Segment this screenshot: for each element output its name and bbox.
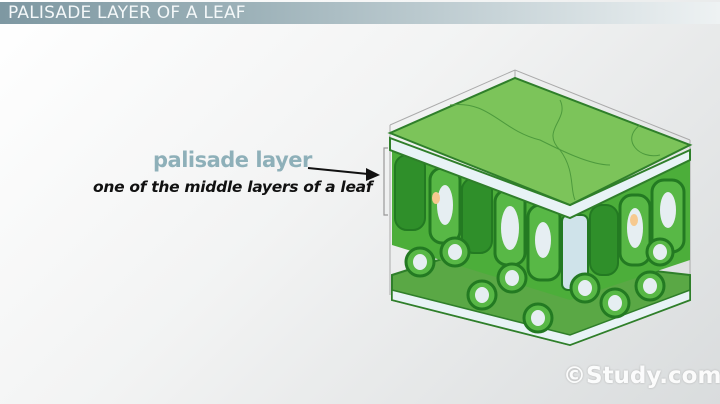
pointer-arrow bbox=[307, 167, 380, 181]
layer-bracket bbox=[383, 147, 388, 216]
palisade-layer-description: one of the middle layers of a leaf bbox=[93, 178, 373, 196]
title-bar: PALISADE LAYER OF A LEAF bbox=[0, 2, 720, 24]
slide-title: PALISADE LAYER OF A LEAF bbox=[8, 3, 246, 23]
upper-surface bbox=[387, 76, 693, 207]
study-com-watermark: ©Study.com bbox=[563, 363, 720, 389]
watermark-text: Study.com bbox=[586, 363, 720, 389]
palisade-layer-label: palisade layer bbox=[153, 148, 312, 172]
